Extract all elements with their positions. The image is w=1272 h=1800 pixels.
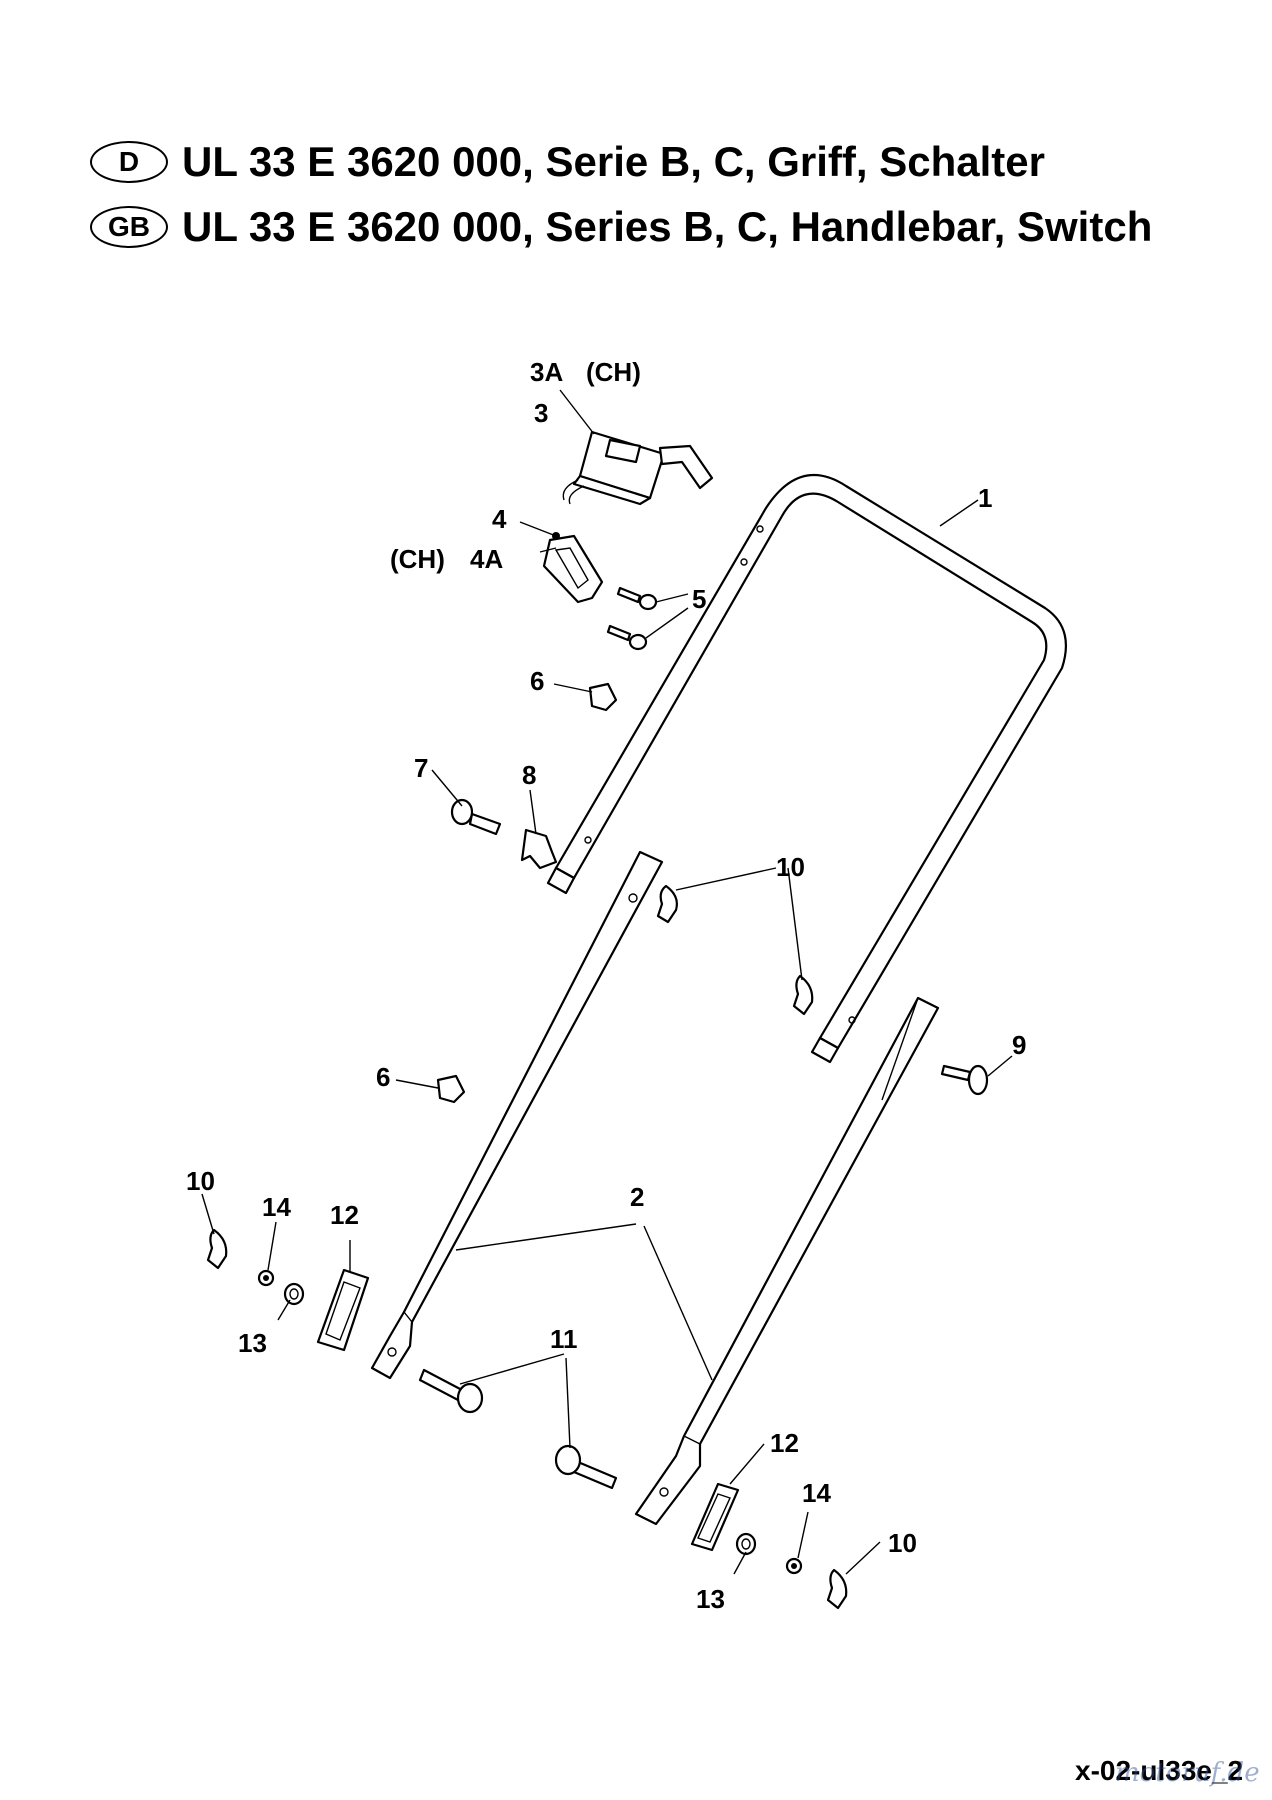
callout-13-right: 13	[696, 1584, 725, 1614]
callout-11: 11	[550, 1324, 578, 1354]
plug-part-6-lower	[436, 1074, 466, 1104]
header-line-gb: GB UL 33 E 3620 000, Series B, C, Handle…	[90, 203, 1152, 251]
callout-4: 4	[492, 504, 507, 534]
callout-14-right: 14	[802, 1478, 831, 1508]
callout-3a-ch: (CH)	[586, 357, 641, 387]
callout-5: 5	[692, 584, 706, 614]
callout-3a: 3A	[530, 357, 563, 387]
clamp-block-part-12-b	[690, 1482, 740, 1552]
callout-4a: 4A	[470, 544, 503, 574]
washer-part-13-a	[283, 1282, 305, 1306]
callout-10-right: 10	[888, 1528, 917, 1558]
callout-6-upper: 6	[530, 666, 544, 696]
callout-2: 2	[630, 1182, 644, 1212]
bracket-part-8	[520, 828, 558, 870]
bolt-part-11-b	[554, 1444, 618, 1490]
wing-nut-part-10-a	[656, 884, 678, 924]
watermark: motoruf.de	[1115, 1758, 1260, 1788]
leader-lines	[201, 389, 1013, 1575]
header-line-de: D UL 33 E 3620 000, Serie B, C, Griff, S…	[90, 138, 1045, 186]
clamp-block-part-12-a	[316, 1268, 370, 1352]
screws-part-5	[606, 586, 658, 651]
callout-1: 1	[978, 483, 992, 513]
bolt-part-7	[450, 798, 502, 836]
lower-handle-left-part-2	[370, 850, 664, 1380]
title-de: UL 33 E 3620 000, Serie B, C, Griff, Sch…	[182, 138, 1045, 185]
title-gb: UL 33 E 3620 000, Series B, C, Handlebar…	[182, 203, 1153, 250]
wing-nut-part-10-c	[206, 1228, 228, 1270]
cable-clip-part-4	[542, 532, 604, 604]
callout-12-left: 12	[330, 1200, 359, 1230]
callout-6-lower: 6	[376, 1062, 390, 1092]
wing-nut-part-10-b	[792, 974, 814, 1016]
nut-part-14-a	[257, 1269, 275, 1287]
callout-3: 3	[534, 398, 548, 428]
wing-nut-part-10-d	[826, 1568, 848, 1610]
callout-8: 8	[522, 760, 536, 790]
callout-labels: 1 2 3 3A (CH) 4 4A (CH) 5 6 6 7 8 9 10 1…	[186, 357, 1026, 1614]
callout-4a-ch: (CH)	[390, 544, 445, 574]
callout-9: 9	[1012, 1030, 1026, 1060]
bolt-part-9	[940, 1064, 989, 1096]
callout-12-right: 12	[770, 1428, 799, 1458]
upper-handle-part-1	[546, 473, 1067, 1064]
switch-box-part-3	[562, 430, 714, 506]
callout-13-left: 13	[238, 1328, 267, 1358]
callout-7: 7	[414, 753, 428, 783]
drawing-code: x-02-ul33e_2	[1075, 1755, 1244, 1786]
callout-10-left: 10	[186, 1166, 215, 1196]
callout-14-left: 14	[262, 1192, 291, 1222]
bolt-part-11-a	[418, 1368, 484, 1414]
plug-part-6-upper	[588, 682, 618, 712]
washer-part-13-b	[735, 1532, 757, 1556]
nut-part-14-b	[785, 1557, 803, 1575]
callout-10-upper: 10	[776, 852, 805, 882]
lower-handle-right-part-2	[634, 996, 940, 1526]
lang-badge-gb: GB	[90, 206, 168, 248]
lang-badge-de: D	[90, 141, 168, 183]
